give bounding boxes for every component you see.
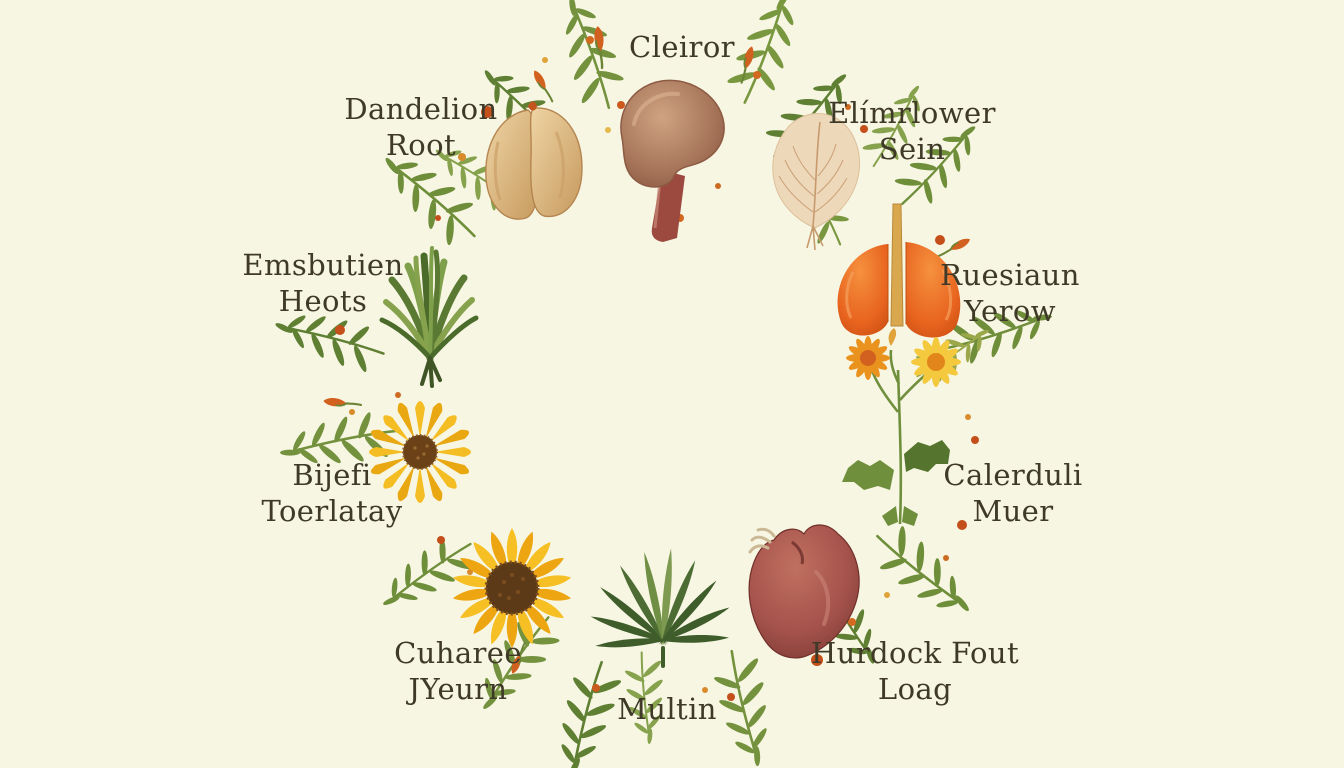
seed-pods-art [485,101,583,220]
label-line: Multin [617,692,717,726]
scatter-dots [335,36,979,701]
label-line: Calerduli [943,458,1083,492]
label-line: Yerow [964,293,1056,328]
label-line: Hurdock Fout [810,636,1020,670]
label-line: Muer [972,493,1054,528]
label-line: Loag [877,671,953,706]
label-calerduli-muer: Calerduli Muer [943,458,1082,530]
sunflower-art [452,528,572,648]
kidney-organ-art [620,79,725,242]
label-line: Elímrlower [828,96,996,130]
arnica-flower-art [369,401,471,503]
label-multin: Multin [617,692,717,728]
calendula-plant-art [842,328,961,526]
label-hurdock-fout-loag: Hurdock Fout Loag [811,636,1019,708]
label-dandelion-root: Dandelion Root [344,92,497,164]
label-ruesiaun-yerow: Ruesiaun Yerow [940,258,1080,330]
skeleton-leaf-art [772,113,861,251]
herb-bush-art [379,246,479,388]
label-line: Dandelion [344,92,498,126]
label-bijefi-toerlatay: Bijefi Toerlatay [261,458,402,530]
label-line: Sein [878,131,946,166]
label-line: JYeurn [408,671,508,706]
label-line: Cleiror [629,30,735,64]
label-line: Root [385,127,457,162]
label-line: Toerlatay [261,493,403,528]
label-line: Heots [278,283,368,318]
label-cuharee-jyeurn: Cuharee JYeurn [394,636,522,708]
lungs-art [837,203,961,338]
label-line: Emsbutien [242,248,404,282]
label-line: Cuharee [394,636,522,670]
fern-leaf-art [590,548,730,668]
label-emsbutien-heots: Emsbutien Heots [242,248,403,320]
label-line: Bijefi [292,458,372,492]
heart-organ-art [748,524,860,659]
label-cleiror: Cleiror [629,30,735,66]
label-line: Ruesiaun [940,258,1080,292]
label-elimrlower-sein: Elímrlower Sein [828,96,996,168]
